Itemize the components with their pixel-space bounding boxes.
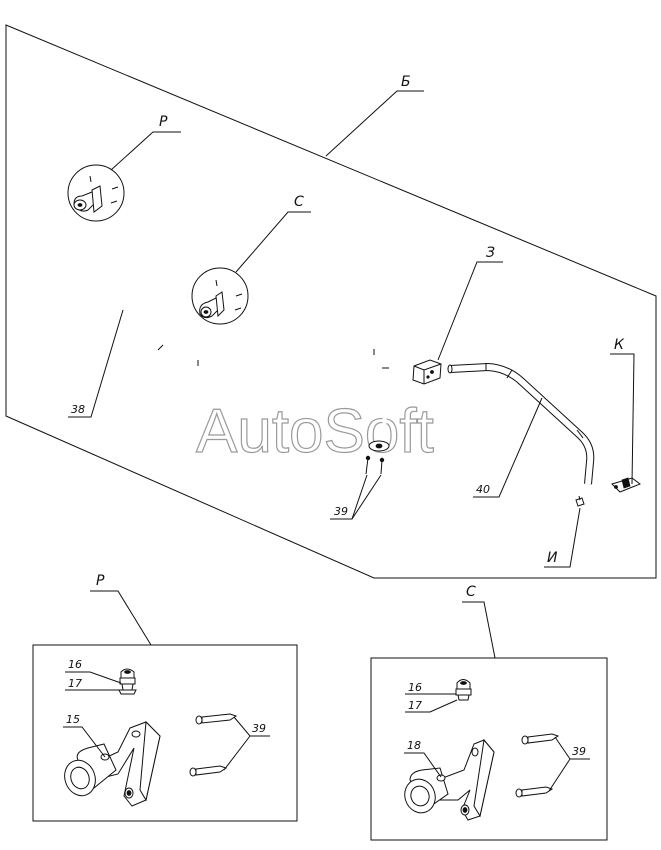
detail-p-clamp-15 xyxy=(64,720,161,807)
detail-c-clamp-18 xyxy=(404,738,495,821)
detail-c-title: С xyxy=(466,584,476,600)
label-view-c: С xyxy=(294,194,304,210)
label-part-40: 40 xyxy=(476,483,490,496)
detail-c-label-39: 39 xyxy=(572,745,586,758)
part-z-block xyxy=(412,359,442,385)
detail-p-title: Р xyxy=(96,573,105,589)
leaders-main xyxy=(68,90,635,568)
label-item-z: З xyxy=(486,245,495,261)
detail-c-label-18: 18 xyxy=(407,739,421,752)
detail-p-label-16: 16 xyxy=(68,658,82,671)
detail-p-label-39: 39 xyxy=(252,722,266,735)
screws-39-main xyxy=(365,455,385,475)
tube-38 xyxy=(12,214,390,452)
assembly-frame xyxy=(5,24,657,579)
circle-callout-p xyxy=(67,164,125,222)
watermark-text: AutoSoft xyxy=(196,397,434,466)
label-item-k: К xyxy=(614,337,625,353)
detail-c-bolt xyxy=(455,679,472,701)
label-item-i: И xyxy=(547,550,558,566)
detail-view-p: Р 16 17 15 xyxy=(32,573,298,822)
label-part-38: 38 xyxy=(71,403,85,416)
detail-view-c: С 16 17 18 xyxy=(370,584,608,841)
tube-40 xyxy=(447,362,595,485)
detail-c-label-16: 16 xyxy=(408,681,422,694)
circle-callout-c xyxy=(191,267,249,325)
detail-p-screws xyxy=(189,713,238,777)
label-part-39-main: 39 xyxy=(334,505,348,518)
part-k-bracket xyxy=(611,477,642,493)
detail-c-label-17: 17 xyxy=(408,699,422,712)
detail-p-label-17: 17 xyxy=(68,677,82,690)
detail-p-label-15: 15 xyxy=(66,713,80,726)
part-i-nut xyxy=(575,495,585,507)
label-view-b: Б xyxy=(401,74,411,90)
label-view-p: Р xyxy=(159,114,168,130)
detail-p-bolt xyxy=(118,668,137,695)
